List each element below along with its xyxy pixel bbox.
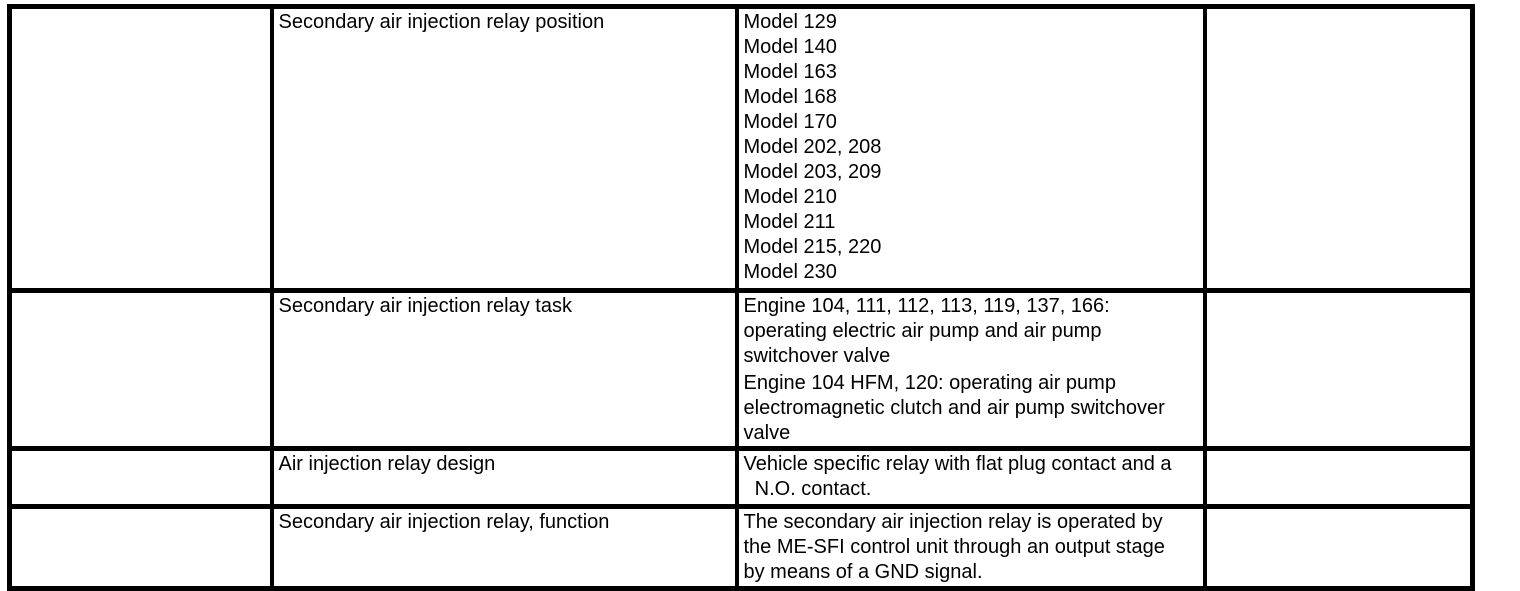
spec-table: Secondary air injection relay position M…	[7, 4, 1475, 591]
row-label-cell: Air injection relay design	[269, 446, 739, 509]
value-paragraph: The secondary air injection relay is ope…	[743, 511, 1165, 583]
value-paragraph: Model 211	[743, 211, 836, 233]
row-label: Secondary air injection relay position	[278, 11, 605, 33]
empty-cell-left	[7, 4, 274, 293]
empty-cell-left	[7, 504, 274, 591]
row-label-cell: Secondary air injection relay position	[269, 4, 739, 293]
empty-cell-left	[7, 288, 274, 451]
value-paragraph: Model 170	[743, 111, 837, 133]
row-value-cell: The secondary air injection relay is ope…	[734, 504, 1207, 591]
value-paragraph: Model 168	[743, 86, 837, 108]
value-paragraph: Model 203, 209	[743, 161, 882, 183]
value-paragraph: Model 210	[743, 186, 837, 208]
spec-table-body: Secondary air injection relay position M…	[7, 4, 1475, 591]
value-paragraph: Vehicle specific relay with flat plug co…	[743, 453, 1172, 500]
table-row: Secondary air injection relay position M…	[7, 4, 1475, 293]
value-paragraph: Engine 104, 111, 112, 113, 119, 137, 166…	[743, 295, 1110, 367]
row-label: Secondary air injection relay, function	[278, 511, 610, 533]
value-paragraph: Model 230	[743, 261, 837, 283]
value-paragraph: Model 129	[743, 11, 837, 33]
value-paragraph: Model 202, 208	[743, 136, 882, 158]
table-row: Secondary air injection relay task Engin…	[7, 288, 1475, 451]
table-row: Air injection relay design Vehicle speci…	[7, 446, 1475, 509]
row-value-cell: Engine 104, 111, 112, 113, 119, 137, 166…	[734, 288, 1207, 451]
empty-cell-right	[1202, 288, 1475, 451]
empty-cell-right	[1202, 4, 1475, 293]
value-paragraph: Engine 104 HFM, 120: operating air pump …	[743, 372, 1165, 444]
value-paragraph: Model 140	[743, 36, 837, 58]
empty-cell-left	[7, 446, 274, 509]
table-row: Secondary air injection relay, function …	[7, 504, 1475, 591]
row-label: Secondary air injection relay task	[278, 295, 572, 317]
value-paragraph: Model 215, 220	[743, 236, 882, 258]
value-paragraph: Model 163	[743, 61, 837, 83]
row-label-cell: Secondary air injection relay task	[269, 288, 739, 451]
row-value-cell: Vehicle specific relay with flat plug co…	[734, 446, 1207, 509]
row-label-cell: Secondary air injection relay, function	[269, 504, 739, 591]
empty-cell-right	[1202, 504, 1475, 591]
row-label: Air injection relay design	[278, 453, 496, 475]
empty-cell-right	[1202, 446, 1475, 509]
